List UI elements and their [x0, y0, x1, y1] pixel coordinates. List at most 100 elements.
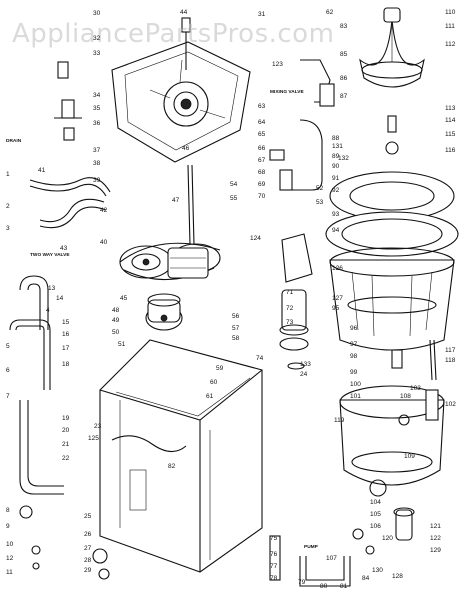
cabinet — [99, 339, 263, 573]
part-callout-100: 100 — [350, 381, 361, 388]
part-callout-8: 8 — [6, 507, 10, 514]
part-callout-66: 66 — [258, 145, 266, 152]
part-callout-5: 5 — [6, 343, 10, 350]
part-callout-77: 77 — [270, 563, 278, 570]
part-callout-88: 88 — [332, 135, 340, 142]
part-callout-36: 36 — [93, 120, 101, 127]
part-callout-119: 119 — [334, 417, 345, 424]
mounting-plate — [111, 41, 251, 163]
part-callout-27: 27 — [84, 545, 92, 552]
hose-set — [9, 177, 111, 495]
part-callout-61: 61 — [206, 393, 214, 400]
part-callout-128: 128 — [392, 573, 403, 580]
part-callout-26: 26 — [84, 531, 92, 538]
part-callout-56: 56 — [232, 313, 240, 320]
part-callout-111: 111 — [445, 23, 455, 30]
part-callout-133: 133 — [300, 361, 311, 368]
pump-assembly — [269, 507, 415, 587]
part-callout-41: 41 — [38, 167, 46, 174]
part-callout-43: 43 — [60, 245, 68, 252]
tub-cover — [325, 171, 459, 257]
part-callout-33: 33 — [93, 50, 101, 57]
part-callout-40: 40 — [100, 239, 108, 246]
transmission-assembly — [119, 242, 221, 281]
part-callout-132: 132 — [338, 155, 349, 162]
part-callout-14: 14 — [56, 295, 64, 302]
part-callout-4: 4 — [46, 307, 50, 314]
part-callout-6: 6 — [6, 367, 10, 374]
part-callout-102: 102 — [445, 401, 456, 408]
part-callout-123: 123 — [272, 61, 283, 68]
part-callouts: 1234567891011121314151617181920212223242… — [6, 9, 456, 590]
part-callout-78: 78 — [270, 575, 278, 582]
part-callout-64: 64 — [258, 119, 266, 126]
part-callout-10: 10 — [6, 541, 14, 548]
part-callout-115: 115 — [445, 131, 456, 138]
part-callout-39: 39 — [93, 177, 101, 184]
part-callout-99: 99 — [350, 369, 358, 376]
part-callout-23: 23 — [94, 423, 102, 430]
part-callout-112: 112 — [445, 41, 456, 48]
part-callout-96: 96 — [350, 325, 358, 332]
part-callout-97: 97 — [350, 341, 358, 348]
part-callout-116: 116 — [445, 147, 456, 154]
drive-motor — [145, 293, 183, 331]
part-callout-7: 7 — [6, 393, 10, 400]
part-callout-30: 30 — [93, 10, 101, 17]
part-callout-63: 63 — [258, 103, 266, 110]
part-callout-20: 20 — [62, 427, 70, 434]
part-callout-104: 104 — [370, 499, 381, 506]
part-callout-87: 87 — [340, 93, 348, 100]
part-callout-90: 90 — [332, 163, 340, 170]
part-callout-72: 72 — [286, 305, 294, 312]
part-callout-113: 113 — [445, 105, 456, 112]
part-callout-86: 86 — [340, 75, 348, 82]
part-callout-70: 70 — [258, 193, 266, 200]
part-callout-125: 125 — [88, 435, 99, 442]
part-callout-25: 25 — [84, 513, 92, 520]
part-callout-124: 124 — [250, 235, 261, 242]
part-callout-58: 58 — [232, 335, 240, 342]
part-callout-32: 32 — [93, 35, 101, 42]
part-callout-129: 129 — [430, 547, 441, 554]
part-callout-11: 11 — [6, 569, 13, 576]
note-pump: PUMP — [304, 544, 319, 550]
part-callout-34: 34 — [93, 92, 101, 99]
part-callout-114: 114 — [445, 117, 456, 124]
part-callout-9: 9 — [6, 523, 10, 530]
part-callout-24: 24 — [300, 371, 308, 378]
part-callout-45: 45 — [120, 295, 128, 302]
part-callout-121: 121 — [430, 523, 441, 530]
part-callout-16: 16 — [62, 331, 70, 338]
part-callout-73: 73 — [286, 319, 294, 326]
spin-basket — [329, 247, 455, 351]
part-callout-76: 76 — [270, 551, 278, 558]
part-callout-71: 71 — [286, 289, 294, 296]
part-callout-108: 108 — [400, 393, 411, 400]
part-callout-29: 29 — [84, 567, 92, 574]
part-callout-59: 59 — [216, 365, 224, 372]
part-callout-60: 60 — [210, 379, 218, 386]
part-callout-131: 131 — [332, 143, 343, 150]
left-hardware — [19, 61, 110, 580]
part-callout-107: 107 — [326, 555, 337, 562]
part-callout-103: 103 — [410, 385, 421, 392]
part-callout-117: 117 — [445, 347, 456, 354]
part-callout-95: 95 — [332, 305, 340, 312]
part-callout-120: 120 — [382, 535, 393, 542]
note-two-way-valve: TWO WAY VALVE — [30, 252, 70, 258]
part-callout-46: 46 — [182, 145, 190, 152]
note-mixing-valve: MIXING VALVE — [270, 89, 304, 95]
part-callout-126: 126 — [332, 265, 343, 272]
part-callout-130: 130 — [372, 567, 383, 574]
part-callout-98: 98 — [350, 353, 358, 360]
part-callout-81: 81 — [340, 583, 348, 590]
part-callout-69: 69 — [258, 181, 266, 188]
part-callout-118: 118 — [445, 357, 456, 364]
part-callout-55: 55 — [230, 195, 238, 202]
part-callout-17: 17 — [62, 345, 70, 352]
part-callout-22: 22 — [62, 455, 70, 462]
part-callout-21: 21 — [62, 441, 70, 448]
part-callout-105: 105 — [370, 511, 381, 518]
